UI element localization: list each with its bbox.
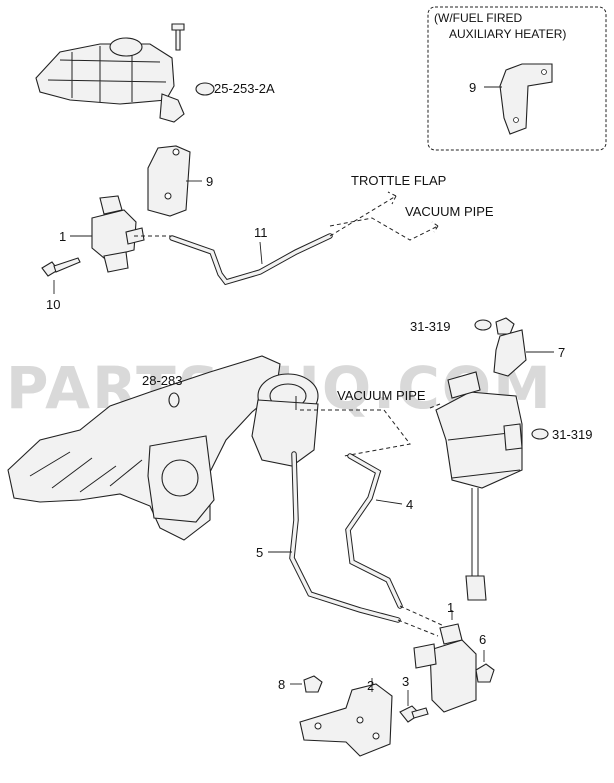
callout-7: 7 xyxy=(558,345,565,360)
hose-5-inner xyxy=(290,452,400,622)
arrow-head xyxy=(431,221,439,233)
tank-ribs xyxy=(47,46,167,102)
bracket-2-hole xyxy=(372,732,380,740)
lower-valve-nipple xyxy=(439,623,463,645)
tank-cap xyxy=(109,37,143,57)
bracket-7 xyxy=(493,329,527,377)
hose-5-outer xyxy=(289,451,401,623)
intake-manifold xyxy=(7,355,319,541)
dashed-vacuum-pipe-mid xyxy=(300,409,411,457)
nut-6-body xyxy=(475,663,495,683)
throttle-bore xyxy=(161,459,199,497)
dashed-to-vacuum-pipe xyxy=(329,217,439,241)
ref-31-319-right: 31-319 xyxy=(552,427,592,442)
callout-1-top: 1 xyxy=(59,229,66,244)
actuator-rod xyxy=(471,488,479,576)
valve-body xyxy=(91,209,137,259)
actuator-rod-end xyxy=(465,575,487,601)
solenoid-valve-top xyxy=(70,195,145,273)
callout-8: 8 xyxy=(278,677,285,692)
nut-top xyxy=(495,317,515,335)
actuator-nipple-top xyxy=(447,371,481,399)
inset-bracket xyxy=(499,63,553,135)
valve-connector xyxy=(103,251,129,273)
hose-4-outer xyxy=(345,453,403,609)
bracket-top xyxy=(147,145,202,217)
hose-clamp xyxy=(195,82,215,96)
nut-6 xyxy=(475,650,495,683)
inset-bracket-hole xyxy=(513,117,519,123)
bolt-10 xyxy=(41,257,81,294)
actuator-assembly: 31-319 7 31-319 xyxy=(410,317,592,601)
hose-4-inner xyxy=(346,454,402,608)
bracket-2 xyxy=(299,678,393,757)
bracket-9-hole xyxy=(172,148,180,156)
ref-28-283: 28-283 xyxy=(142,373,182,388)
label-vacuum-pipe-mid: VACUUM PIPE xyxy=(337,388,426,403)
callout-2: 2 xyxy=(367,678,374,693)
bolt-3-shank xyxy=(411,707,429,719)
callout-11: 11 xyxy=(254,225,268,240)
plug-28-283 xyxy=(168,392,180,408)
hose-11 xyxy=(169,233,333,286)
valve-top-nipple xyxy=(99,195,123,215)
lower-valve-connector xyxy=(413,643,437,669)
dashed-to-trottle-flap xyxy=(329,195,397,237)
hose-4 xyxy=(345,453,403,609)
bracket-9-body xyxy=(147,145,191,217)
bolt-3 xyxy=(399,690,429,723)
hose-11-inner xyxy=(170,234,332,285)
nut-8-body xyxy=(303,675,323,693)
hose-5 xyxy=(268,451,401,623)
label-trottle-flap: TROTTLE FLAP xyxy=(351,173,446,188)
inset-title-line2: AUXILIARY HEATER) xyxy=(449,27,566,41)
tank-bolt xyxy=(171,23,185,51)
label-vacuum-pipe-top: VACUUM PIPE xyxy=(405,204,494,219)
leader-line xyxy=(259,241,263,265)
ref-25-253-2a: 25-253-2A xyxy=(214,81,275,96)
lower-valve-body xyxy=(429,639,477,713)
inset-title-line1: (W/FUEL FIRED xyxy=(434,11,523,25)
inset-part-number: 9 xyxy=(469,80,476,95)
bracket-2-hole xyxy=(356,716,364,724)
inset-bracket-hole xyxy=(541,69,547,75)
ref-31-319-top: 31-319 xyxy=(410,319,450,334)
clip-right xyxy=(531,428,549,440)
callout-10: 10 xyxy=(46,297,60,312)
arrow-head xyxy=(387,191,397,205)
tank-body xyxy=(35,43,175,105)
solenoid-valve-bottom xyxy=(413,610,477,713)
bracket-2-body xyxy=(299,683,393,757)
bracket-9-hole xyxy=(164,192,172,200)
manifold-body xyxy=(7,355,281,541)
clip-top xyxy=(474,319,492,331)
dashed-arrow xyxy=(429,403,441,409)
bracket-2-hole xyxy=(314,722,322,730)
inset-box: (W/FUEL FIRED AUXILIARY HEATER) 9 xyxy=(427,6,607,151)
callout-6: 6 xyxy=(479,632,486,647)
manifold-runners xyxy=(29,451,143,493)
nut-8 xyxy=(290,675,323,693)
dashed-to-lower-valve xyxy=(397,605,445,637)
reservoir-tank xyxy=(35,23,215,123)
tank-outlet xyxy=(159,93,185,123)
callout-9-top: 9 xyxy=(206,174,213,189)
actuator-body xyxy=(435,391,523,489)
leader-line xyxy=(375,499,403,505)
callout-4: 4 xyxy=(406,497,413,512)
callout-3: 3 xyxy=(402,674,409,689)
callout-5: 5 xyxy=(256,545,263,560)
actuator-connector xyxy=(503,423,523,451)
inset-border xyxy=(427,6,607,151)
bolt-shank xyxy=(53,257,81,273)
callout-1-bottom: 1 xyxy=(447,600,454,615)
